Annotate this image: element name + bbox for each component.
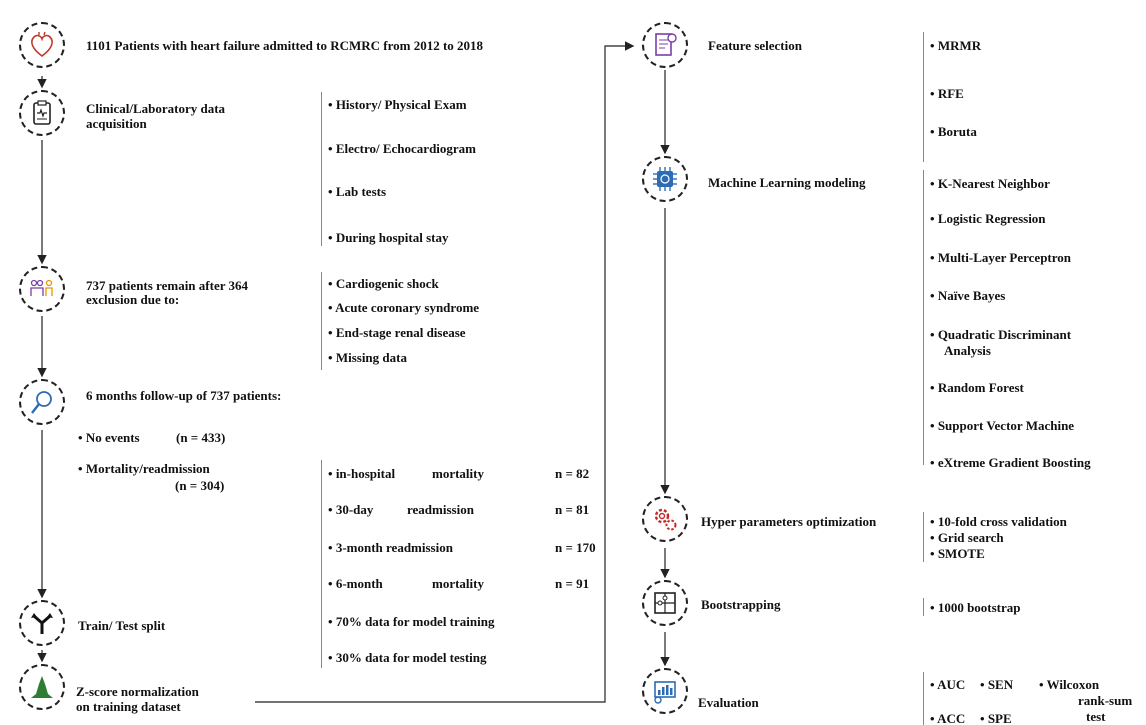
- eval-metric: AUC: [930, 677, 965, 692]
- step2-item: History/ Physical Exam: [328, 97, 467, 112]
- ml-bracket: [923, 170, 924, 465]
- boot-title: Bootstrapping: [701, 597, 781, 612]
- document-icon: [642, 22, 688, 68]
- magnifier-icon: [19, 379, 65, 425]
- step2-title-line1: Clinical/Laboratory data: [86, 101, 226, 116]
- ml-item: Naïve Bayes: [930, 288, 1006, 303]
- step6-title-line1: Z-score normalization: [76, 684, 199, 699]
- step5-title: Train/ Test split: [78, 618, 166, 633]
- step3-title-line1: 737 patients remain after 364: [86, 278, 248, 293]
- ml-item: Random Forest: [930, 380, 1024, 395]
- step3-item: Cardiogenic shock: [328, 276, 439, 291]
- outcome-n: n = 170: [555, 540, 596, 555]
- feature-item: MRMR: [930, 38, 981, 53]
- step5-item: 30% data for model testing: [328, 650, 487, 665]
- ml-item: Support Vector Machine: [930, 418, 1074, 433]
- hyper-item: SMOTE: [930, 546, 985, 561]
- outcome-n: n = 91: [555, 576, 590, 591]
- step5-item: 70% data for model training: [328, 614, 495, 629]
- ml-item: eXtreme Gradient Boosting: [930, 455, 1091, 470]
- step3-bracket: [321, 272, 322, 370]
- step3-item: Missing data: [328, 350, 407, 365]
- hyper-item: Grid search: [930, 530, 1004, 545]
- step1-title: 1101 Patients with heart failure admitte…: [86, 38, 484, 53]
- chip-brain-icon: [642, 156, 688, 202]
- outcome-n: n = 82: [555, 466, 590, 481]
- eval-metric: ACC: [930, 711, 965, 725]
- ml-title: Machine Learning modeling: [708, 175, 866, 190]
- puzzle-icon: [642, 580, 688, 626]
- eval-metric: SPE: [980, 711, 1012, 725]
- step3-item: Acute coronary syndrome: [328, 300, 479, 315]
- hyper-item: 10-fold cross validation: [930, 514, 1067, 529]
- gears-icon: [642, 496, 688, 542]
- step6-title-line2: on training dataset: [76, 699, 181, 714]
- ml-item: Quadratic Discriminant: [930, 327, 1071, 342]
- eval-test-line3: test: [1086, 709, 1106, 724]
- step2-item: During hospital stay: [328, 230, 449, 245]
- boot-item: 1000 bootstrap: [930, 600, 1021, 615]
- feature-item: RFE: [930, 86, 964, 101]
- outcome-a: 3-month readmission: [328, 540, 453, 555]
- patients-group-icon: [19, 266, 65, 312]
- clipboard-icon: [19, 90, 65, 136]
- step3-item: End-stage renal disease: [328, 325, 466, 340]
- feature-item: Boruta: [930, 124, 977, 139]
- eval-metric: SEN: [980, 677, 1013, 692]
- step2-item: Electro/ Echocardiogram: [328, 141, 476, 156]
- outcome-bracket: [321, 460, 322, 610]
- ml-item-qda-line2: Analysis: [944, 343, 991, 358]
- feature-bracket: [923, 32, 924, 162]
- feature-title: Feature selection: [708, 38, 802, 53]
- step2-bracket: [321, 92, 322, 246]
- mortality-label: Mortality/readmission: [78, 461, 210, 476]
- evaluation-chart-icon: [642, 668, 688, 714]
- no-events-label: No events: [78, 430, 140, 445]
- outcome-b: mortality: [432, 576, 484, 591]
- eval-test-line2: rank-sum: [1078, 693, 1133, 708]
- ml-item: Logistic Regression: [930, 211, 1046, 226]
- eval-bracket: [923, 672, 924, 725]
- distribution-icon: [19, 664, 65, 710]
- hyper-bracket: [923, 512, 924, 562]
- outcome-a: in-hospital: [328, 466, 395, 481]
- outcome-a: 6-month: [328, 576, 383, 591]
- mortality-count: (n = 304): [175, 478, 225, 493]
- outcome-n: n = 81: [555, 502, 590, 517]
- step4-title: 6 months follow-up of 737 patients:: [86, 388, 282, 403]
- outcome-b: readmission: [407, 502, 474, 517]
- eval-test-line1: Wilcoxon: [1039, 677, 1100, 692]
- split-arrow-icon: [19, 600, 65, 646]
- step3-title-line2: exclusion due to:: [86, 292, 180, 307]
- no-events-count: (n = 433): [176, 430, 226, 445]
- step2-item: Lab tests: [328, 184, 386, 199]
- boot-bracket: [923, 598, 924, 616]
- step2-title-line2: acquisition: [86, 116, 147, 131]
- eval-title: Evaluation: [698, 695, 759, 710]
- heart-icon: [19, 22, 65, 68]
- outcome-a: 30-day: [328, 502, 374, 517]
- step5-bracket: [321, 608, 322, 668]
- ml-item: Multi-Layer Perceptron: [930, 250, 1071, 265]
- hyper-title: Hyper parameters optimization: [701, 514, 877, 529]
- ml-item: K-Nearest Neighbor: [930, 176, 1050, 191]
- outcome-b: mortality: [432, 466, 484, 481]
